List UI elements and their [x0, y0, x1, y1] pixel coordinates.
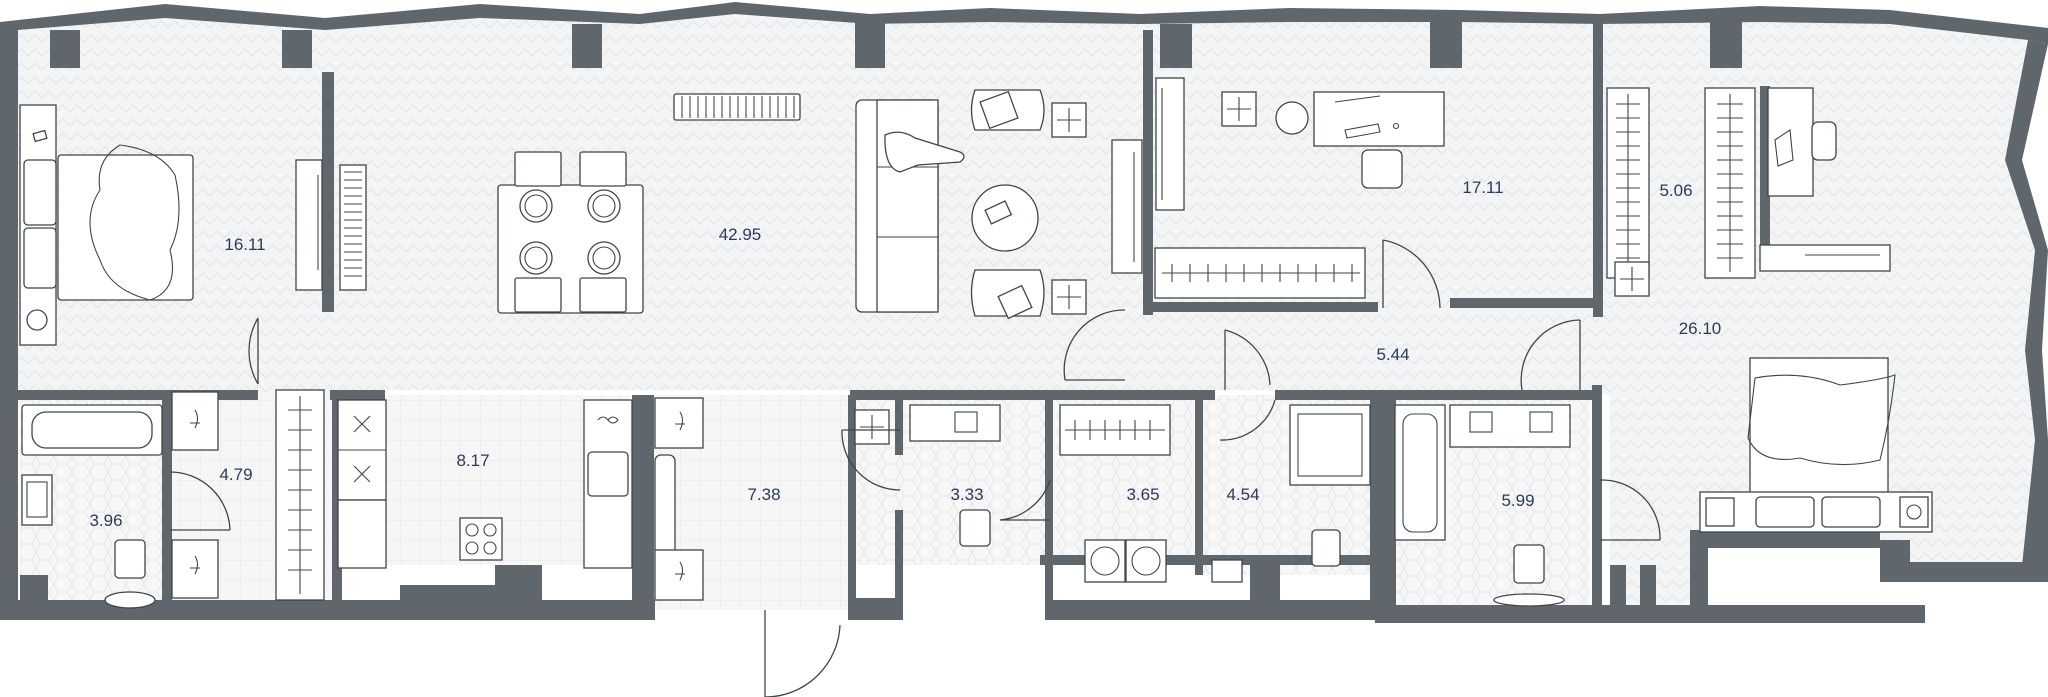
study-furniture	[1154, 77, 1445, 299]
area-label-hall-east: 5.44	[1376, 345, 1409, 364]
area-label-bathroom-2: 5.99	[1501, 491, 1534, 510]
doors	[169, 239, 1661, 697]
living-dining-furniture	[339, 89, 1143, 320]
shower-bath2-furniture	[1211, 404, 1571, 607]
area-labels: 16.11 42.95 17.11 5.06 26.10 5.44 3.96 4…	[89, 178, 1721, 530]
area-label-kitchen: 8.17	[456, 451, 489, 470]
area-label-wc: 3.33	[950, 485, 983, 504]
closet-master-furniture	[1606, 87, 1933, 533]
area-label-corridor-west: 4.79	[219, 465, 252, 484]
entrance-wc-laundry-furniture	[654, 397, 1171, 601]
area-label-walk-in-closet: 5.06	[1659, 181, 1692, 200]
walls	[0, 2, 2048, 623]
area-label-shower-room: 4.54	[1226, 485, 1259, 504]
kitchen-furniture	[337, 399, 633, 569]
area-label-bedroom-1: 16.11	[224, 235, 265, 254]
area-label-laundry: 3.65	[1126, 485, 1159, 504]
bath1-furniture	[21, 389, 325, 609]
area-label-master-bedroom: 26.10	[1679, 319, 1722, 338]
area-label-living-dining: 42.95	[719, 225, 762, 244]
area-label-bathroom-1: 3.96	[89, 511, 122, 530]
area-label-study: 17.11	[1462, 178, 1503, 197]
bedroom-west-furniture	[19, 104, 323, 346]
area-label-entrance-hall: 7.38	[747, 485, 780, 504]
